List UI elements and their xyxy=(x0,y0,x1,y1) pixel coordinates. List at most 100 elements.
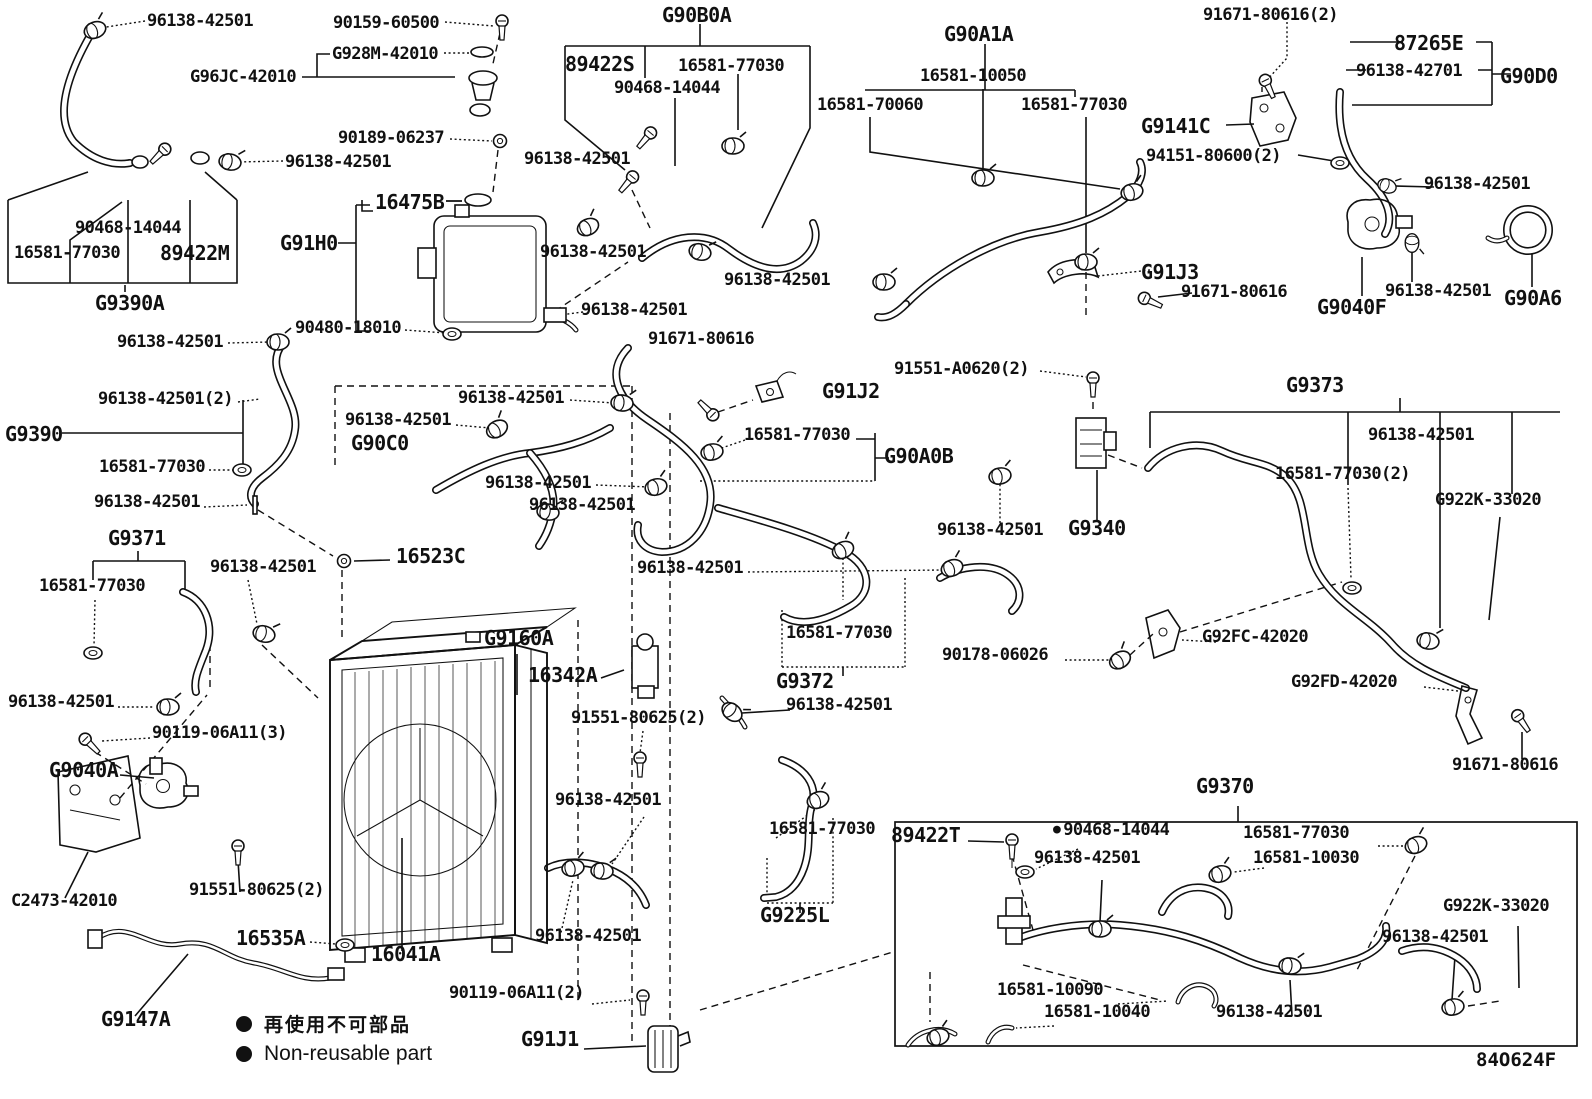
part-number-text: 89422M xyxy=(160,241,230,265)
part-label: G9371 xyxy=(108,528,166,549)
part-label: 94151-80600(2) xyxy=(1146,146,1281,166)
part-label: G91J2 xyxy=(822,381,880,402)
part-number-text: 96138-42501 xyxy=(8,692,115,712)
part-number-text: 96138-42501 xyxy=(524,149,631,169)
part-label: G96JC-42010 xyxy=(190,68,297,87)
part-number-text: 90189-06237 xyxy=(338,128,445,148)
part-label: G91J1 xyxy=(521,1029,579,1050)
part-label: G9040A xyxy=(49,760,119,781)
part-number-text: 90119-06A11(3) xyxy=(152,723,287,743)
part-number-text: 16581-10090 xyxy=(997,980,1104,1000)
part-number-text: G9370 xyxy=(1196,774,1254,798)
part-number-text: G9390A xyxy=(95,291,165,315)
part-label: 90189-06237 xyxy=(338,128,445,148)
part-label: 91551-A0620(2) xyxy=(894,359,1029,379)
part-label: 96138-42501 xyxy=(535,926,642,946)
part-number-text: G90A1A xyxy=(944,22,1014,46)
part-number-text: 96138-42501 xyxy=(637,558,744,578)
part-label: 90468-14044 xyxy=(614,79,721,98)
part-label: 16475B xyxy=(375,190,445,214)
part-label: 96138-42501 xyxy=(345,410,452,430)
part-label: 16581-77030 xyxy=(1021,96,1128,115)
hose-drawings xyxy=(60,28,1553,1048)
part-label: 16581-77030 xyxy=(769,820,876,839)
part-number-text: 16581-10040 xyxy=(1044,1002,1151,1022)
part-label: 91551-80625(2) xyxy=(189,881,324,900)
part-label: 96138-42501 xyxy=(581,300,688,320)
part-number-text: 16581-70060 xyxy=(817,95,924,115)
part-number-text: 96138-42501 xyxy=(540,242,647,262)
part-label: G91J3 xyxy=(1141,262,1199,283)
part-label: 96138-42501 xyxy=(540,242,647,262)
part-number-text: G9371 xyxy=(108,526,166,550)
dashed-construction-lines xyxy=(94,32,1501,1046)
part-number-text: 96138-42501 xyxy=(581,300,688,320)
part-number-text: 96138-42501 xyxy=(94,492,201,512)
part-label: G9040F xyxy=(1317,297,1387,318)
part-label: 96138-42501(2) xyxy=(98,390,233,409)
part-label: 16581-10040 xyxy=(1044,1002,1151,1022)
part-label: G928M-42010 xyxy=(332,45,439,64)
part-label: 91551-80625(2) xyxy=(571,708,706,728)
part-number-text: G92FD-42020 xyxy=(1291,672,1398,692)
part-number-text: 16581-77030 xyxy=(1243,823,1350,843)
part-label: G90D0 xyxy=(1500,66,1558,87)
part-number-text: 90468-14044 xyxy=(1063,820,1170,840)
part-number-text: 91551-80625(2) xyxy=(571,708,706,728)
part-number-text: 96138-42501 xyxy=(458,388,565,408)
part-number-text: 16581-77030 xyxy=(678,56,785,76)
part-label: G9390 xyxy=(5,424,63,445)
part-number-text: 96138-42501 xyxy=(555,790,662,810)
part-label: 16342A xyxy=(528,665,598,686)
part-number-text: 94151-80600(2) xyxy=(1146,146,1281,166)
part-number-text: 91671-80616 xyxy=(648,329,755,349)
part-label: 96138-42501 xyxy=(285,153,392,172)
part-label: 87265E xyxy=(1394,31,1464,55)
part-number-text: 96138-42501 xyxy=(535,926,642,946)
part-number-text: G9340 xyxy=(1068,516,1126,540)
part-number-text: 16041A xyxy=(371,942,441,966)
non-reusable-bullet-icon: ● xyxy=(1053,822,1061,837)
part-label: G92FD-42020 xyxy=(1291,672,1398,692)
part-label: 96138-42501 xyxy=(637,558,744,578)
part-number-text: 91671-80616 xyxy=(1181,282,1288,302)
part-label: 90178-06026 xyxy=(942,645,1049,665)
part-label: G92FC-42020 xyxy=(1202,628,1309,647)
part-label: G9225L xyxy=(760,905,830,926)
part-number-text: 96138-42501 xyxy=(485,473,592,493)
part-number-text: 90468-14044 xyxy=(75,218,182,238)
part-number-text: 91671-80616 xyxy=(1452,755,1559,775)
part-label: 96138-42501 xyxy=(786,696,893,715)
part-number-text: 96138-42701 xyxy=(1356,61,1463,81)
part-label: 96138-42501 xyxy=(210,558,317,577)
part-label: 90119-06A11(2) xyxy=(449,984,584,1003)
part-number-text: 96138-42501 xyxy=(529,495,636,515)
part-label: G9390A xyxy=(95,291,165,315)
part-label: G9370 xyxy=(1196,776,1254,797)
part-label: 96138-42501 xyxy=(485,473,592,493)
part-number-text: 16581-77030 xyxy=(786,623,893,643)
part-number-text: 87265E xyxy=(1394,31,1464,55)
part-label: 16581-77030 xyxy=(786,623,893,643)
part-number-text: G9160A xyxy=(484,626,554,650)
part-number-text: G90C0 xyxy=(351,431,409,455)
part-number-text: 90178-06026 xyxy=(942,645,1049,665)
part-label: 96138-42501 xyxy=(1216,1003,1323,1022)
part-number-text: 91551-A0620(2) xyxy=(894,359,1029,379)
component-drawings xyxy=(57,91,1484,1073)
part-label: 96138-42501 xyxy=(524,149,631,169)
part-label: 16581-77030 xyxy=(14,243,121,263)
part-number-text: G90D0 xyxy=(1500,64,1558,88)
part-number-text: 16581-77030 xyxy=(14,243,121,263)
part-label: 16581-77030 xyxy=(99,458,206,477)
part-number-text: 90480-18010 xyxy=(295,318,402,338)
part-number-text: 96138-42501 xyxy=(345,410,452,430)
part-label: 96138-42501 xyxy=(1368,426,1475,445)
part-label: G90B0A xyxy=(662,5,732,26)
part-number-text: G9373 xyxy=(1286,373,1344,397)
part-number-text: 96138-42501 xyxy=(117,332,224,352)
reservoir-tank-drawing xyxy=(417,46,567,333)
part-number-text: 16475B xyxy=(375,190,445,214)
part-label: 16041A xyxy=(371,942,441,966)
part-number-text: G91J2 xyxy=(822,379,880,403)
